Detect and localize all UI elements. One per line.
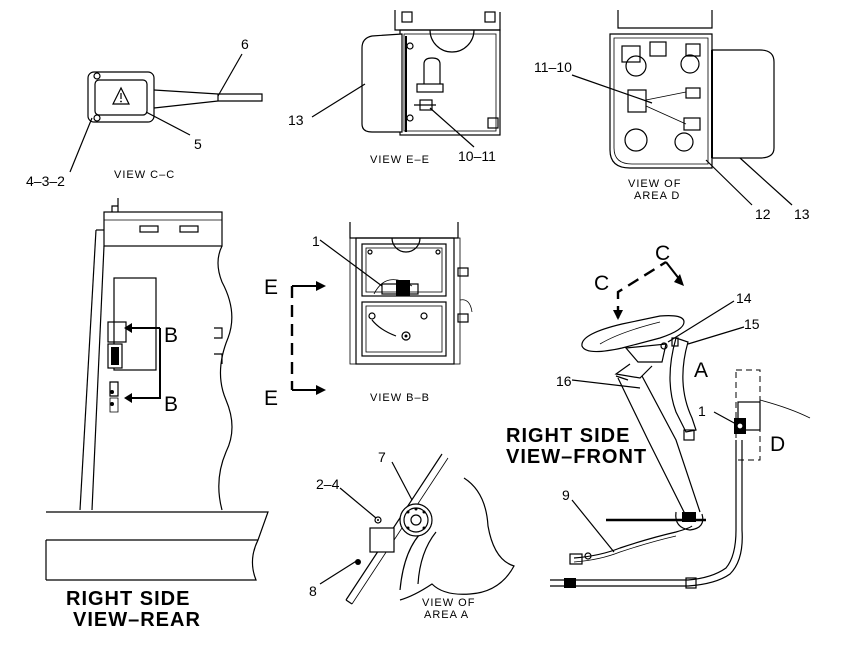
leader-9 xyxy=(571,499,615,553)
callout-14: 14 xyxy=(736,290,752,306)
horn-switch xyxy=(87,71,263,123)
callout-8: 8 xyxy=(309,583,317,599)
callout-4-3-2: 4–3–2 xyxy=(26,173,65,189)
view-area-d-group: 11–10 12 13 VIEW OF AREA D xyxy=(534,10,810,222)
section-c-left: C xyxy=(594,272,609,295)
leader-6 xyxy=(217,53,243,97)
callout-7: 7 xyxy=(378,449,386,465)
leader-15 xyxy=(687,326,745,345)
view-area-a-title-2: AREA A xyxy=(424,609,469,621)
view-cc-title: VIEW C–C xyxy=(114,169,175,181)
section-c-right: C xyxy=(655,242,670,265)
view-area-d-title-2: AREA D xyxy=(634,190,680,202)
callout-2-4: 2–4 xyxy=(316,476,340,492)
section-d: D xyxy=(770,433,785,456)
callout-5: 5 xyxy=(194,136,202,152)
section-b-top: B xyxy=(164,324,178,347)
leader-13-ee xyxy=(311,83,366,118)
leader-14 xyxy=(667,300,735,343)
right-side-view-rear-group: B B RIGHT SIDE VIEW–REAR xyxy=(45,198,269,631)
leader-16 xyxy=(571,379,641,389)
callout-13-d: 13 xyxy=(794,206,810,222)
view-area-a-group: 7 2–4 8 VIEW OF AREA A xyxy=(309,449,515,621)
right-side-front-title-2: VIEW–FRONT xyxy=(506,446,647,468)
view-bb-title: VIEW B–B xyxy=(370,392,430,404)
right-side-rear-title-1: RIGHT SIDE xyxy=(66,588,190,610)
leader-13-d xyxy=(739,157,793,206)
right-side-front-title-1: RIGHT SIDE xyxy=(506,425,630,447)
callout-1-front: 1 xyxy=(698,403,706,419)
leader-12 xyxy=(705,159,753,206)
callout-6: 6 xyxy=(241,36,249,52)
section-a: A xyxy=(694,359,708,382)
leader-1-bb xyxy=(319,239,383,287)
warning-triangle-icon xyxy=(112,86,130,105)
callout-1-bb: 1 xyxy=(312,233,320,249)
callout-10-11: 10–11 xyxy=(458,148,496,164)
leader-10-11 xyxy=(429,107,475,148)
view-bb-group: 1 VIEW B–B E E xyxy=(264,222,473,410)
section-b-bottom: B xyxy=(164,393,178,416)
leader-1-front xyxy=(713,411,737,425)
callout-9: 9 xyxy=(562,487,570,503)
leader-2-4 xyxy=(339,487,377,519)
view-area-d-title-1: VIEW OF xyxy=(628,178,681,190)
leader-4-3-2 xyxy=(69,117,93,173)
callout-13-ee: 13 xyxy=(288,112,304,128)
section-e-bottom: E xyxy=(264,387,278,410)
right-side-view-front-group: C C xyxy=(506,242,811,589)
view-cc-group: 6 5 4–3–2 VIEW C–C xyxy=(26,36,263,189)
leader-5 xyxy=(145,111,191,136)
leader-7 xyxy=(391,461,413,501)
callout-16: 16 xyxy=(556,373,572,389)
section-e-top: E xyxy=(264,276,278,299)
view-ee-group: 13 10–11 VIEW E–E xyxy=(288,10,501,166)
callout-15: 15 xyxy=(744,316,760,332)
leader-11-10 xyxy=(571,74,653,104)
callout-12: 12 xyxy=(755,206,771,222)
view-area-a-title-1: VIEW OF xyxy=(422,597,475,609)
leader-8 xyxy=(319,559,359,585)
right-side-rear-title-2: VIEW–REAR xyxy=(73,609,201,631)
view-ee-title: VIEW E–E xyxy=(370,154,430,166)
callout-11-10: 11–10 xyxy=(534,59,572,75)
